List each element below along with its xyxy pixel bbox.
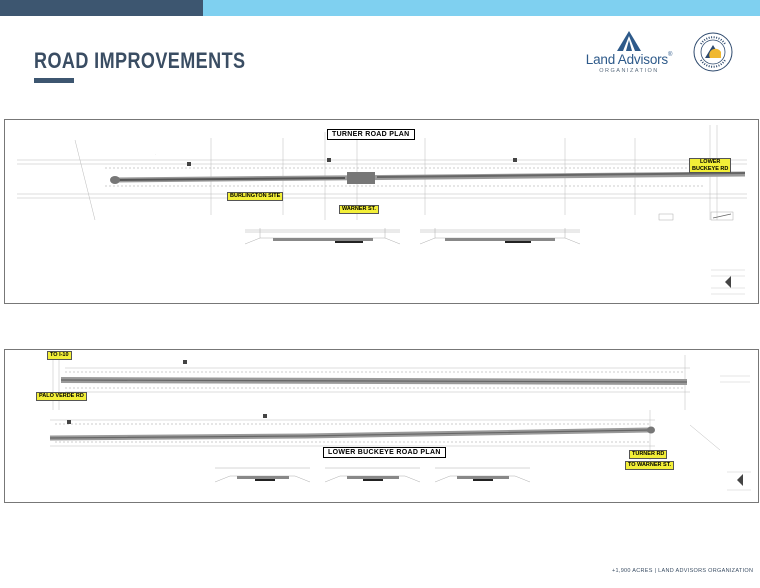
nathan-associates-seal-icon [693, 32, 733, 72]
lower-buckeye-road-linework [49, 355, 751, 491]
land-advisors-subtitle: ORGANIZATION [599, 68, 659, 74]
burlington-site-label: BURLINGTON SITE [227, 192, 284, 201]
land-advisors-name: Land Advisors [585, 52, 668, 67]
lower-buckeye-road-plan-title: LOWER BUCKEYE ROAD PLAN [323, 447, 446, 458]
turner-rd-label: TURNER RD [629, 450, 668, 459]
to-i10-label: TO I-10 [47, 351, 72, 360]
warner-st-label: WARNER ST. [339, 205, 379, 214]
trademark-symbol: ® [667, 52, 673, 58]
svg-text:·: · [155, 152, 156, 156]
mountain-logo-icon [617, 31, 641, 51]
palo-verde-rd-label: PALO VERDE RD [36, 392, 87, 401]
to-warner-st-label: TO WARNER ST. [625, 461, 674, 470]
lower-buckeye-road-plan-drawing: LOWER BUCKEYE ROAD PLAN TO I-10 PALO VER… [4, 349, 759, 503]
turner-road-plan-drawing: · TURNER ROAD PLAN BURLINGTON [4, 119, 759, 304]
land-advisors-logo: Land Advisors® ORGANIZATION [584, 30, 674, 76]
footer-text: +1,900 ACRES | LAND ADVISORS ORGANIZATIO… [612, 568, 754, 574]
lower-buckeye-rd-line1: LOWER [699, 159, 721, 165]
turner-road-linework: · [17, 125, 747, 295]
turner-road-plan-title: TURNER ROAD PLAN [327, 129, 415, 140]
title-underline [34, 78, 74, 83]
page-title: ROAD IMPROVEMENTS [34, 48, 246, 73]
header-bar-light [203, 0, 760, 16]
header-bar-dark [0, 0, 203, 16]
lower-buckeye-rd-line2: BUCKEYE RD [692, 165, 729, 172]
